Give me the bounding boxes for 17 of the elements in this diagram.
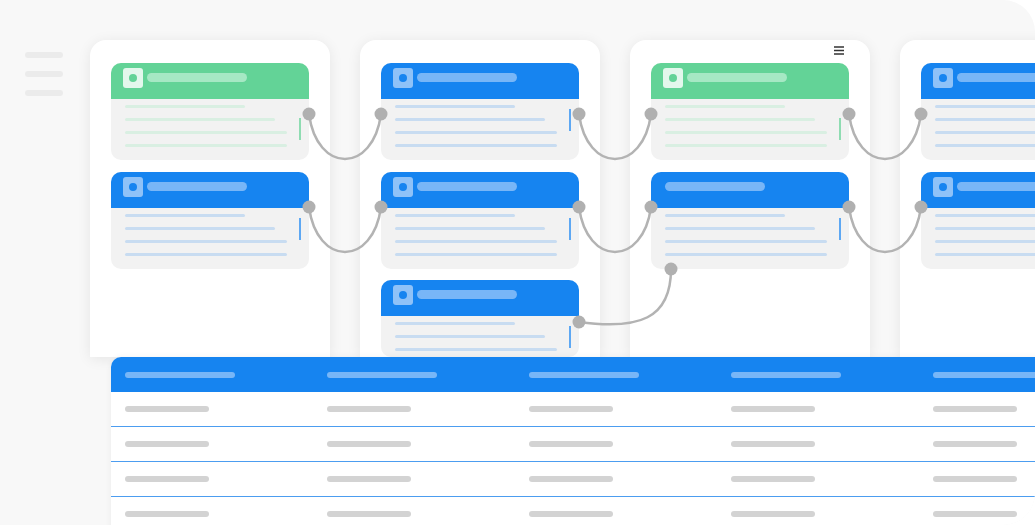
- connector: [572, 200, 658, 254]
- connector: [572, 107, 658, 161]
- column-panel: [630, 40, 870, 357]
- card: [111, 63, 309, 160]
- card: [381, 172, 579, 269]
- card: [651, 172, 849, 269]
- connector: [842, 200, 928, 254]
- column-panel: [360, 40, 600, 357]
- card: [381, 280, 579, 357]
- card: [381, 63, 579, 160]
- card: [111, 172, 309, 269]
- connector: [842, 107, 928, 161]
- connector: [302, 107, 388, 161]
- column-panel: [90, 40, 330, 357]
- card: [651, 63, 849, 160]
- connector: [302, 200, 388, 254]
- connector: [572, 262, 678, 329]
